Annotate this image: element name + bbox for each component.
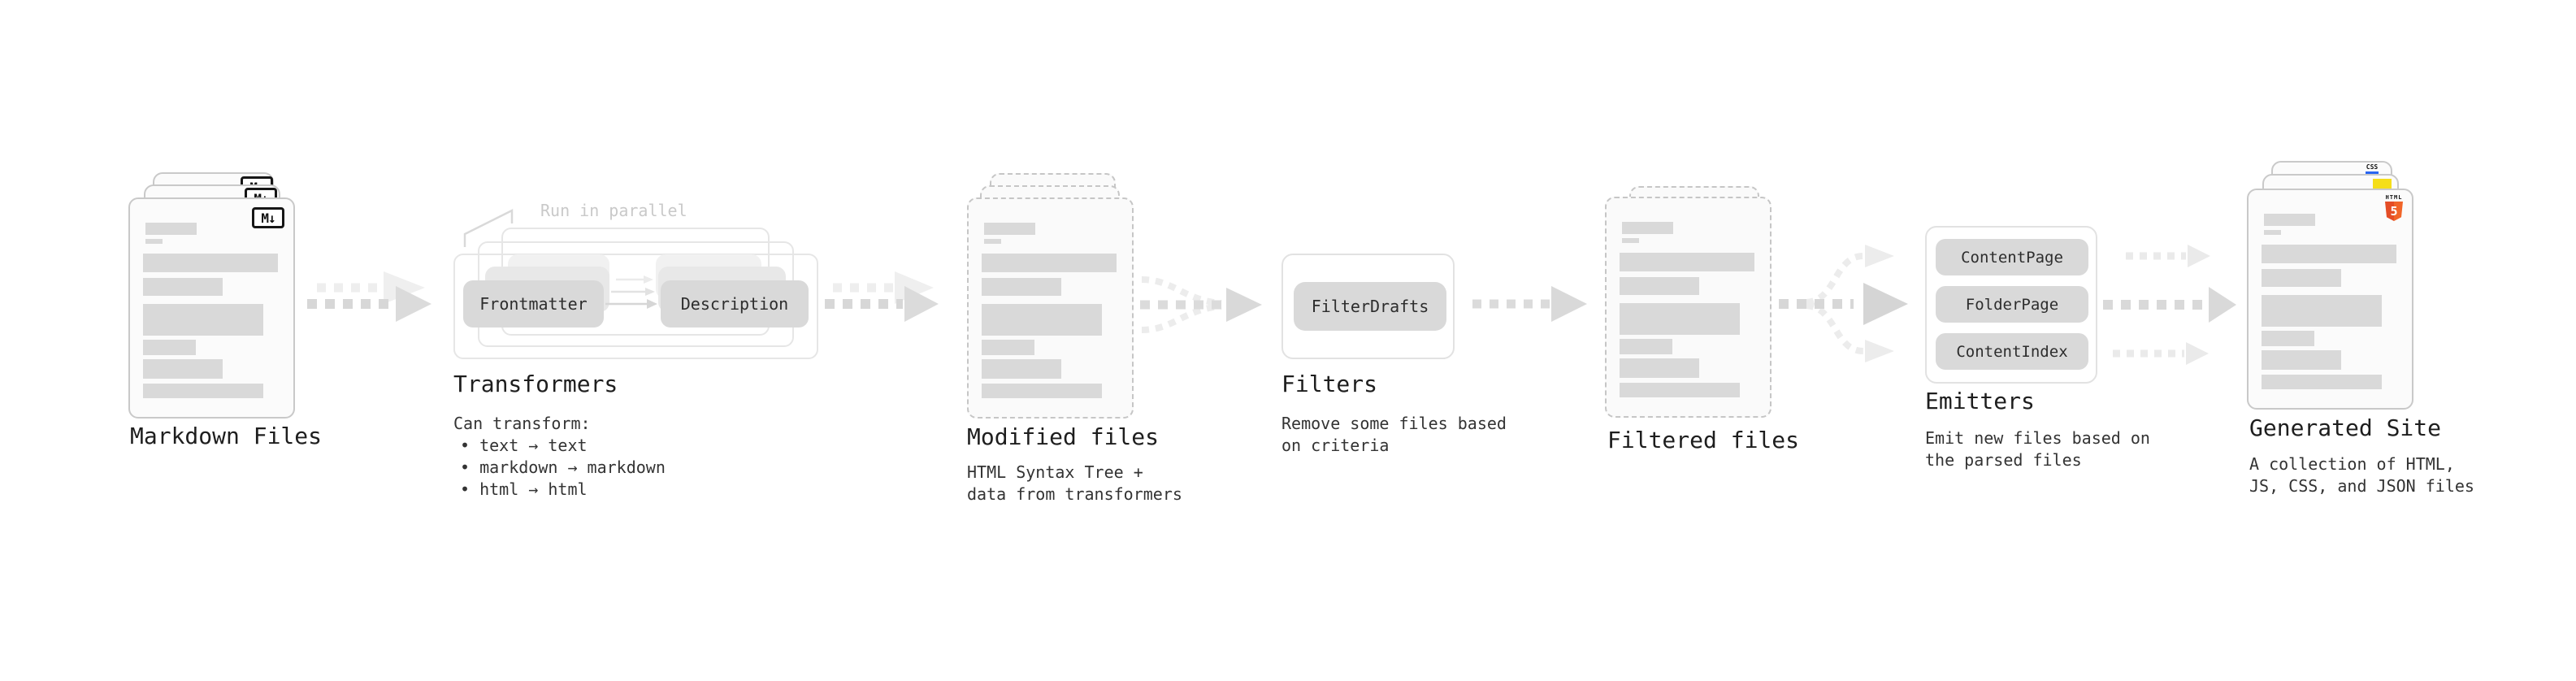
desc-line: data from transformers bbox=[967, 484, 1182, 504]
html5-logo: HTML 5 bbox=[2385, 194, 2403, 221]
diverge-arrows-filtered-to-emitters bbox=[1779, 245, 1908, 362]
desc-line: on criteria bbox=[1281, 436, 1390, 455]
content-index-pill: ContentIndex bbox=[1936, 333, 2088, 370]
desc-line: Remove some files based bbox=[1281, 414, 1507, 433]
css-logo: CSS bbox=[2366, 164, 2379, 174]
desc-line: A collection of HTML, bbox=[2249, 454, 2455, 474]
desc-line: the parsed files bbox=[1925, 450, 2082, 470]
transformer-inner-arrows bbox=[605, 275, 657, 309]
filtered-file-card-front bbox=[1605, 197, 1772, 418]
filters-panel: FilterDrafts bbox=[1281, 254, 1455, 359]
doc-content-lines bbox=[2249, 190, 2412, 408]
generated-site-stack: CSS HTML 5 bbox=[2247, 161, 2450, 413]
desc-line: JS, CSS, and JSON files bbox=[2249, 476, 2474, 496]
markdown-icon: M↓ bbox=[252, 207, 284, 228]
emitters-panel: ContentPage FolderPage ContentIndex bbox=[1925, 226, 2097, 384]
content-page-pill: ContentPage bbox=[1936, 239, 2088, 275]
filter-drafts-pill: FilterDrafts bbox=[1294, 282, 1446, 331]
transform-bullet: • html → html bbox=[460, 479, 588, 499]
modified-files-description: HTML Syntax Tree + data from transformer… bbox=[967, 462, 1182, 505]
css-logo-word: CSS bbox=[2366, 163, 2379, 171]
filtered-files-label: Filtered files bbox=[1607, 427, 1800, 453]
transformers-description: Can transform: • text → text • markdown … bbox=[453, 413, 666, 501]
html-file-card-front: HTML 5 bbox=[2247, 189, 2413, 410]
parallel-note-leader-line bbox=[463, 208, 514, 247]
modified-files-stack bbox=[967, 173, 1170, 425]
markdown-files-stack: M↓ M↓ M↓ bbox=[128, 172, 332, 424]
modified-files-label: Modified files bbox=[967, 423, 1160, 450]
folder-page-pill: FolderPage bbox=[1936, 286, 2088, 323]
transform-bullet: • text → text bbox=[460, 436, 588, 455]
filters-description: Remove some files based on criteria bbox=[1281, 413, 1507, 457]
markdown-file-card-front: M↓ bbox=[128, 197, 295, 419]
flow-arrow-transformers-to-modified bbox=[825, 271, 939, 322]
description-pill: Description bbox=[661, 280, 809, 327]
modified-file-card-front bbox=[967, 197, 1134, 419]
emitters-description: Emit new files based on the parsed files bbox=[1925, 427, 2150, 471]
doc-content-lines bbox=[130, 199, 293, 417]
filtered-files-stack bbox=[1605, 186, 1808, 430]
markdown-files-label: Markdown Files bbox=[130, 423, 323, 449]
emitters-label: Emitters bbox=[1925, 388, 2035, 414]
transformer-layer-card-front bbox=[453, 254, 818, 359]
can-transform-heading: Can transform: bbox=[453, 414, 591, 433]
generated-site-description: A collection of HTML, JS, CSS, and JSON … bbox=[2249, 453, 2474, 497]
html5-logo-word: HTML bbox=[2385, 194, 2403, 201]
run-in-parallel-note: Run in parallel bbox=[540, 201, 687, 220]
html5-logo-shield: 5 bbox=[2385, 202, 2403, 221]
filters-label: Filters bbox=[1281, 371, 1378, 397]
css-logo-underline bbox=[2366, 171, 2379, 174]
converge-arrows-modified-to-filters bbox=[1140, 276, 1262, 333]
desc-line: Emit new files based on bbox=[1925, 428, 2150, 448]
flow-arrow-markdown-to-transformers bbox=[307, 271, 432, 322]
flow-arrow-filters-to-filtered bbox=[1472, 286, 1587, 322]
transformers-label: Transformers bbox=[453, 371, 618, 397]
desc-line: HTML Syntax Tree + bbox=[967, 462, 1143, 482]
doc-content-lines bbox=[969, 199, 1132, 417]
frontmatter-pill: Frontmatter bbox=[463, 280, 604, 327]
transform-bullet: • markdown → markdown bbox=[460, 458, 666, 477]
generated-site-label: Generated Site bbox=[2249, 414, 2442, 441]
flow-arrows-emitters-to-generated bbox=[2103, 245, 2236, 365]
doc-content-lines bbox=[1607, 198, 1770, 416]
